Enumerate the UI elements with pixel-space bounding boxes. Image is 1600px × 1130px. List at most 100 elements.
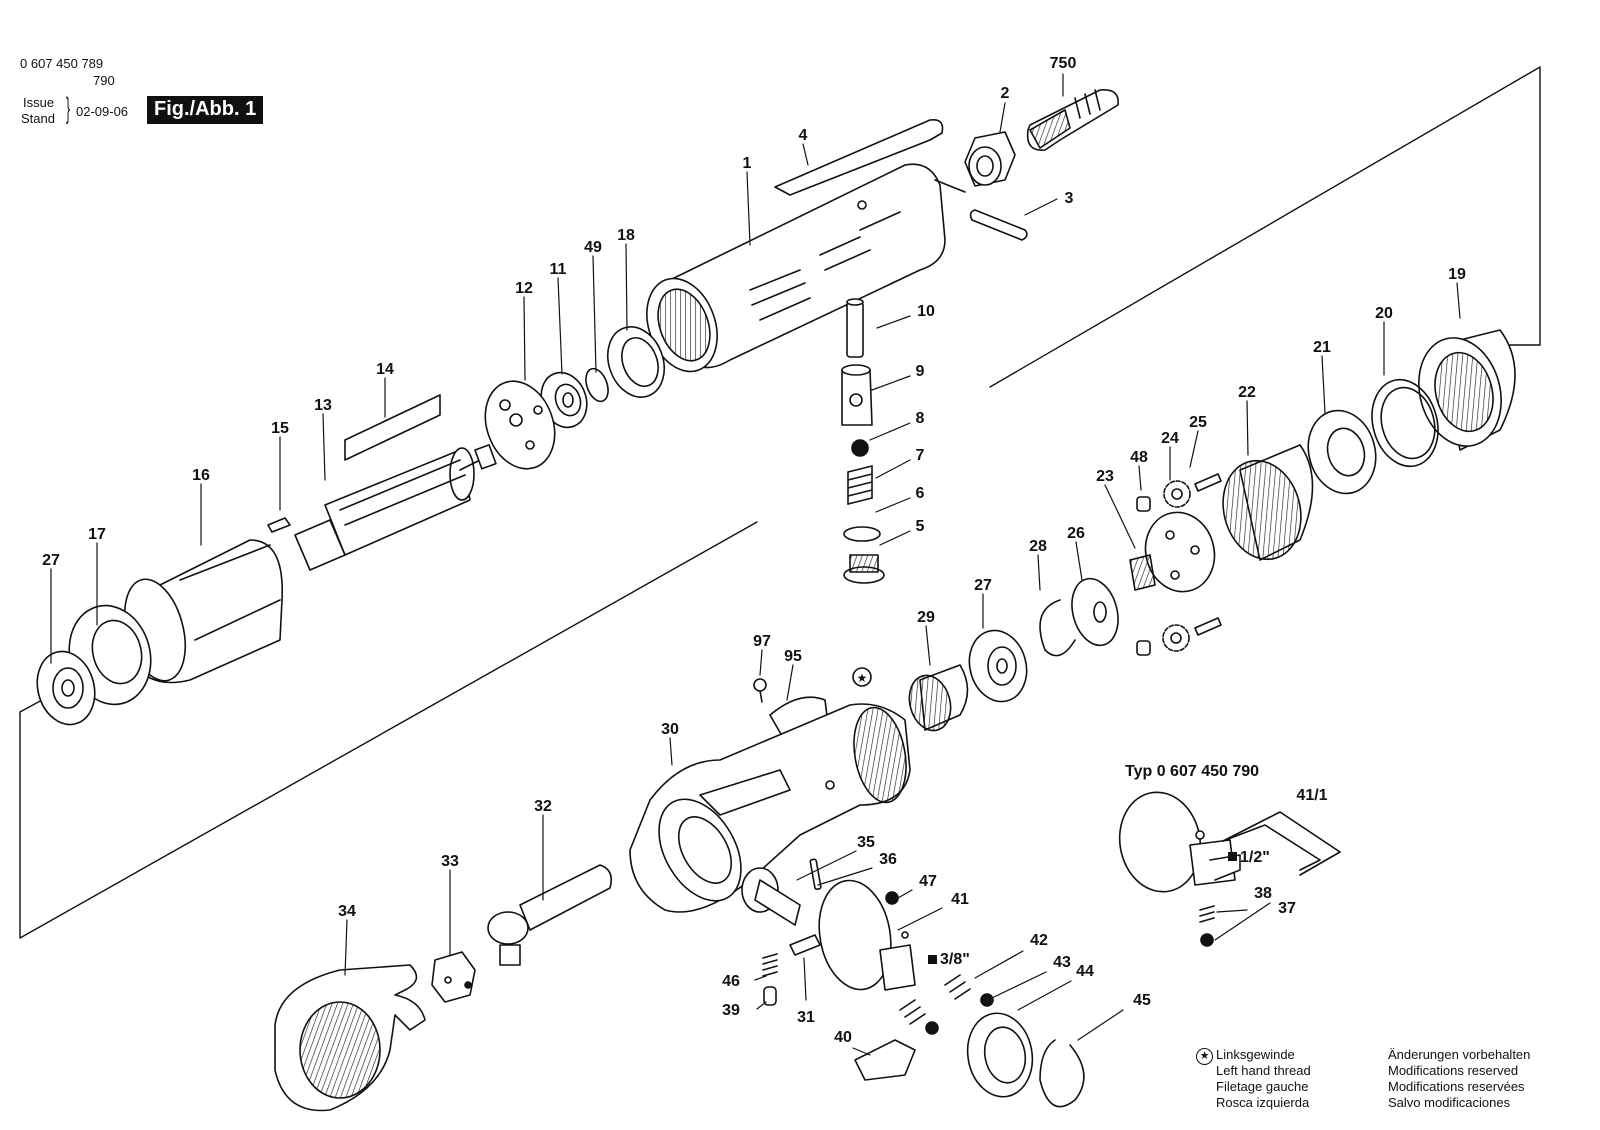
screw-part-97	[753, 678, 767, 703]
planet-carrier-part-23	[1129, 511, 1216, 593]
vane-part-14	[344, 394, 441, 461]
nut-part-2	[964, 131, 1016, 187]
ratchet-head-part-30	[629, 703, 911, 913]
bearing-part-27-right	[968, 629, 1028, 703]
bearing-part-21	[1307, 409, 1377, 495]
callout-37: 37	[1278, 900, 1296, 917]
o-ring-part-6	[843, 526, 881, 542]
star-icon: ★	[1196, 1048, 1213, 1065]
callout-38: 38	[1254, 885, 1272, 902]
callout-1: 1	[743, 155, 752, 172]
issue-label: Issue	[23, 95, 55, 110]
callout-16: 16	[192, 467, 210, 484]
callout-29: 29	[917, 609, 935, 626]
callout-36: 36	[879, 851, 897, 868]
legend-right-line-1: Änderungen vorbehalten	[1388, 1047, 1531, 1062]
legend-right-line-3: Modifications reservées	[1388, 1079, 1525, 1094]
callout-23: 23	[1096, 468, 1114, 485]
callout-39: 39	[722, 1002, 740, 1019]
lever-part-40	[854, 1039, 916, 1081]
callout-97: 97	[753, 633, 771, 650]
planet-gear-part-24	[1162, 480, 1191, 652]
shaft-part-32	[487, 864, 613, 966]
callout-32: 32	[534, 798, 552, 815]
ring-nut-part-19	[1418, 329, 1516, 451]
variant-bracket-41-1	[1222, 811, 1341, 876]
callout-12: 12	[515, 280, 533, 297]
variant-drive-assembly	[1118, 791, 1241, 893]
callout-27-right: 27	[974, 577, 992, 594]
ratchet-yoke-part-34	[274, 964, 426, 1112]
drive-size-main: 3/8"	[940, 951, 970, 968]
circlip-part-28	[1039, 599, 1076, 657]
callout-28: 28	[1029, 538, 1047, 555]
ring-part-18	[606, 326, 666, 398]
pawl-part-35	[741, 867, 801, 926]
callout-2: 2	[1001, 85, 1010, 102]
issue-date: 02-09-06	[76, 104, 129, 119]
figure-label: Fig./Abb. 1	[147, 96, 264, 124]
callout-49: 49	[584, 239, 602, 256]
callout-17: 17	[88, 526, 106, 543]
planet-pin-part-25	[1194, 473, 1222, 636]
header-brace: }	[66, 92, 71, 125]
legend-left-line-4: Rosca izquierda	[1216, 1095, 1310, 1110]
leader-lines	[50, 73, 1461, 1056]
callout-19: 19	[1448, 266, 1466, 283]
legend-left-line-2: Left hand thread	[1216, 1063, 1311, 1078]
washer-part-20	[1371, 378, 1439, 468]
callout-44: 44	[1076, 963, 1094, 980]
pin-part-15	[267, 517, 291, 533]
stand-label: Stand	[21, 111, 55, 126]
callout-14: 14	[376, 361, 394, 378]
callout-750: 750	[1050, 55, 1077, 72]
callout-31: 31	[797, 1009, 815, 1026]
hose-nipple-part-750	[1026, 88, 1119, 151]
callout-41-1: 41/1	[1296, 787, 1327, 804]
pin-part-3	[969, 209, 1028, 241]
callout-4: 4	[799, 127, 808, 144]
spring-part-42	[899, 974, 971, 1025]
callout-33: 33	[441, 853, 459, 870]
callout-6: 6	[916, 485, 925, 502]
variant-title: Typ 0 607 450 790	[1125, 763, 1260, 780]
callout-46: 46	[722, 973, 740, 990]
needle-cage-part-48	[1136, 496, 1151, 656]
legend-right-line-4: Salvo modificaciones	[1388, 1095, 1511, 1110]
spring-part-38	[1199, 905, 1215, 923]
internal-gear-part-22	[1222, 444, 1314, 561]
callout-27-left: 27	[42, 552, 60, 569]
needle-bearing-part-29	[908, 664, 969, 732]
housing-part-1	[646, 163, 966, 373]
valve-body-part-9	[841, 364, 873, 426]
callout-41: 41	[951, 891, 969, 908]
legend-left-line-3: Filetage gauche	[1216, 1079, 1309, 1094]
callout-18: 18	[617, 227, 635, 244]
callout-40: 40	[834, 1029, 852, 1046]
bearing-part-27-left	[36, 650, 96, 726]
callout-21: 21	[1313, 339, 1331, 356]
callout-35: 35	[857, 834, 875, 851]
drive-square-part-41	[818, 879, 916, 991]
ball-part-43	[925, 993, 994, 1035]
drive-square-markers	[928, 852, 1237, 964]
pin-part-31	[789, 934, 821, 956]
left-hand-thread-symbol: ★	[852, 667, 872, 687]
cover-strip-part-4	[774, 118, 944, 196]
callout-15: 15	[271, 420, 289, 437]
callout-10: 10	[917, 303, 935, 320]
callout-11: 11	[550, 261, 567, 278]
callout-42: 42	[1030, 932, 1048, 949]
part-number-suffix: 790	[93, 73, 115, 88]
bearing-plate-part-12	[484, 380, 556, 470]
spring-part-46	[762, 953, 778, 977]
callout-8: 8	[916, 410, 925, 427]
callout-labels: 750 2 4 1 3 18 49 11 12 10 9 8 7 6 5 14 …	[42, 55, 1466, 1046]
ball-part-37	[1200, 933, 1214, 947]
callout-48: 48	[1130, 449, 1148, 466]
callout-20: 20	[1375, 305, 1393, 322]
callout-13: 13	[314, 397, 332, 414]
callout-7: 7	[916, 447, 925, 464]
washer-part-26	[1071, 577, 1119, 647]
callout-26: 26	[1067, 525, 1085, 542]
